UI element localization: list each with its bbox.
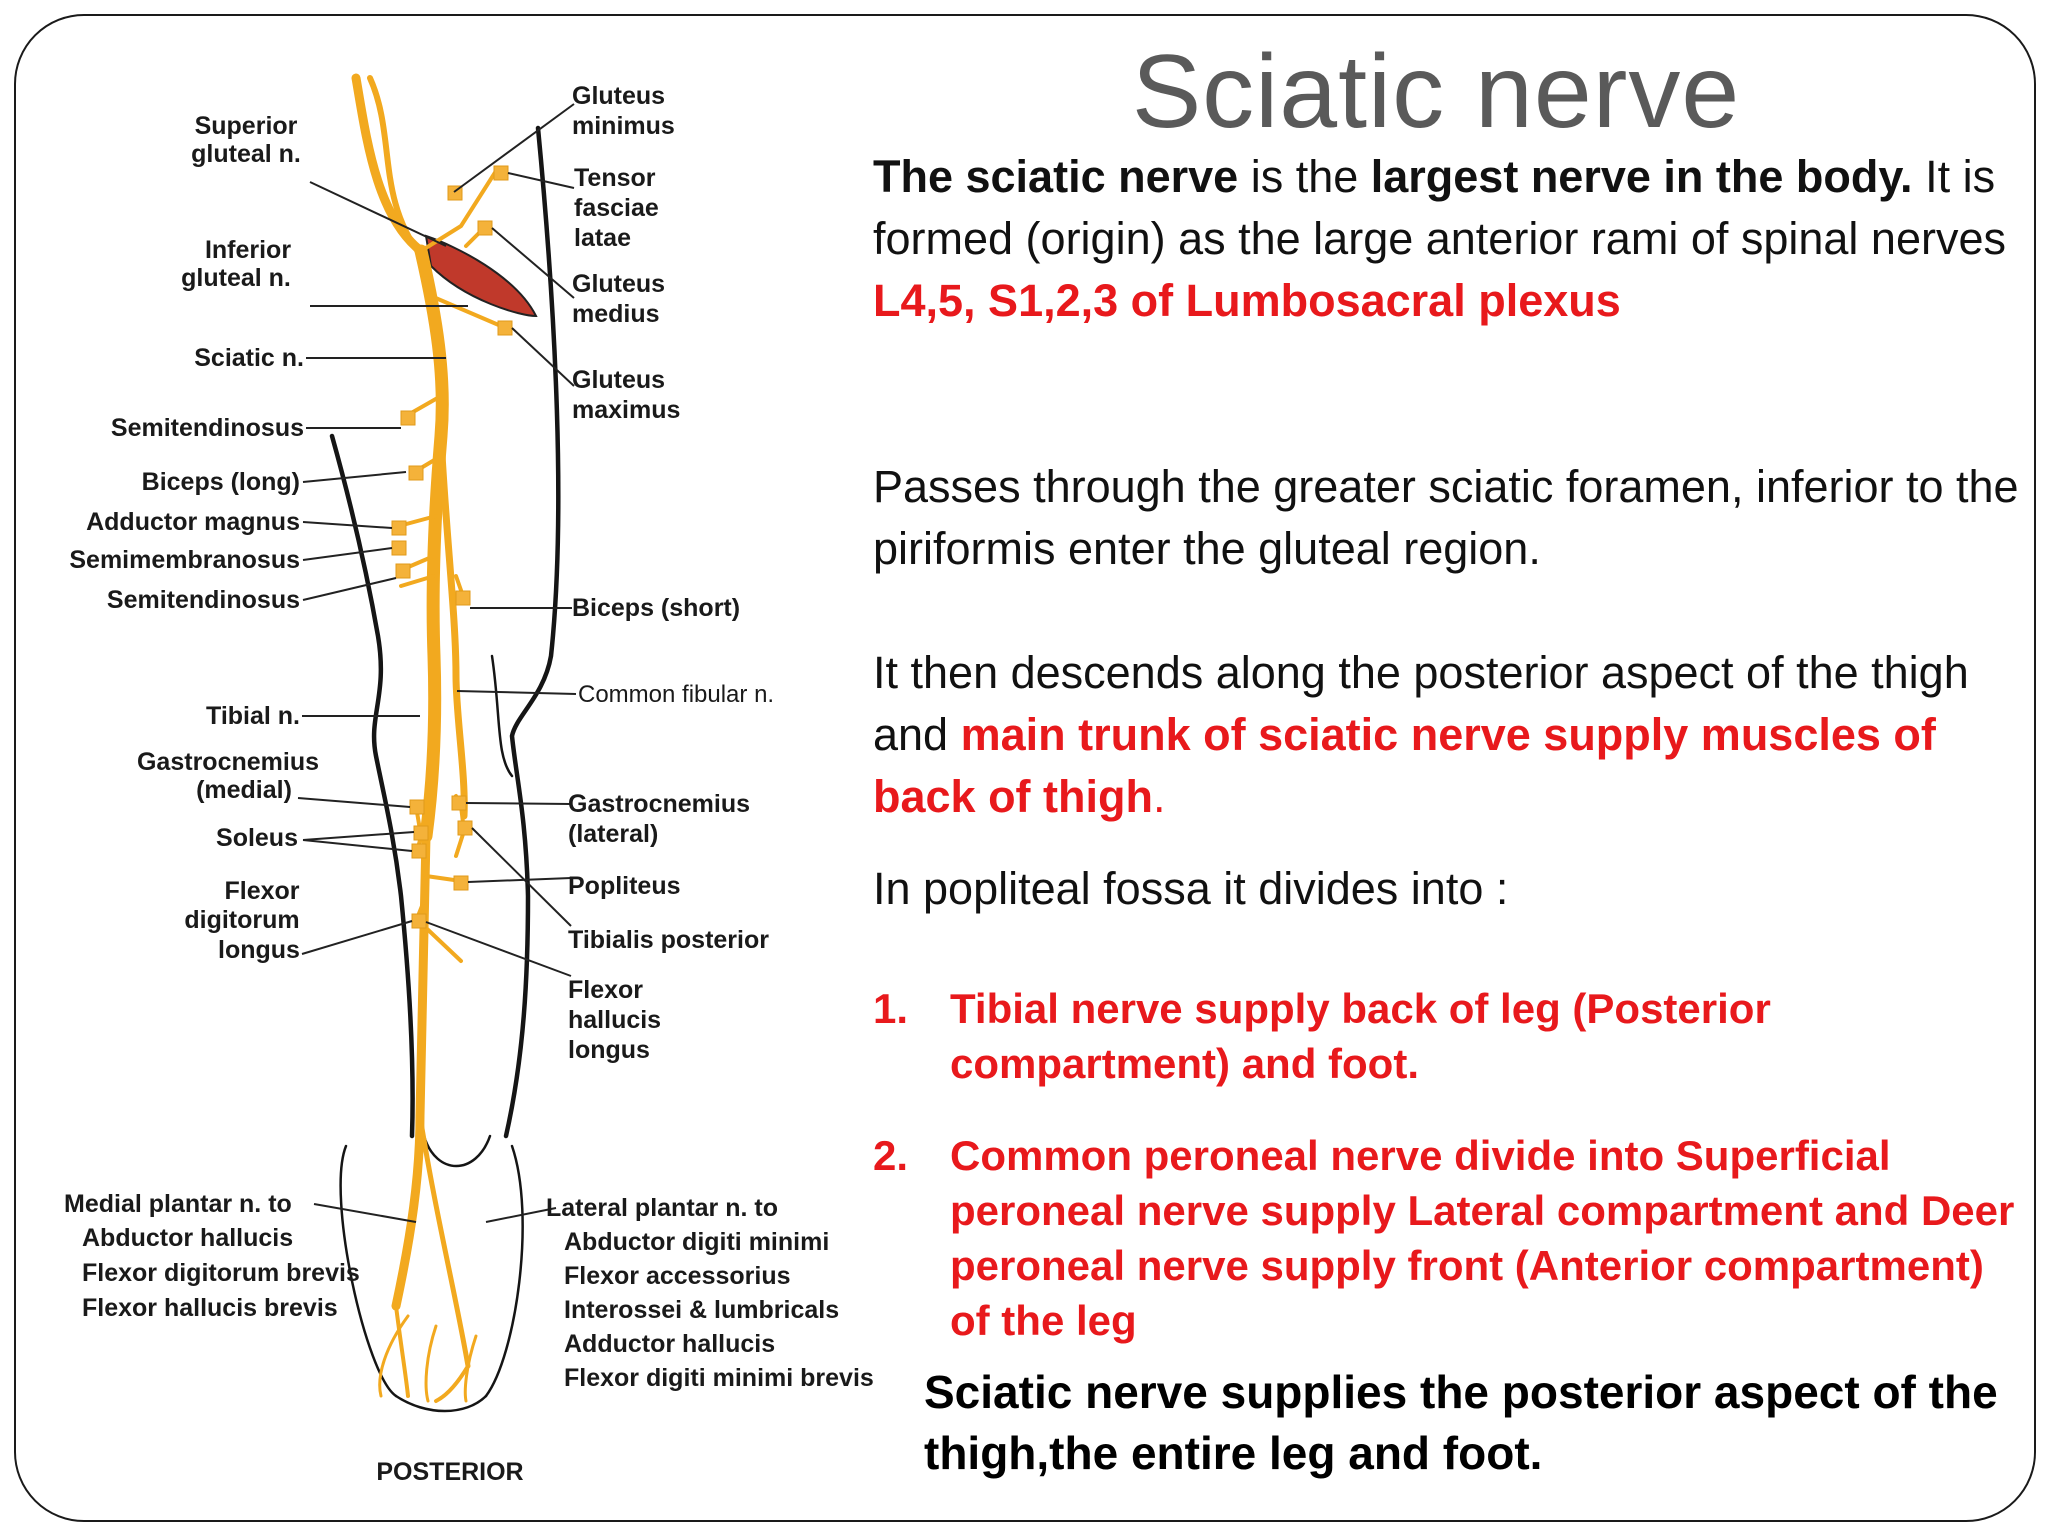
label-flexor-hallucis-longus-1: Flexor: [568, 976, 643, 1004]
label-semitendinosus-1: Semitendinosus: [111, 414, 304, 442]
label-gastrocnemius-lateral-1: Gastrocnemius: [568, 790, 750, 818]
label-tensor-fasciae-latae-3: latae: [574, 224, 631, 252]
label-lateral-plantar-3: Flexor accessorius: [564, 1262, 791, 1290]
label-gastrocnemius-medial-1: Gastrocnemius: [137, 748, 319, 776]
label-flexor-hallucis-longus-3: longus: [568, 1036, 650, 1064]
descends-span-2: main trunk of sciatic nerve supply muscl…: [873, 709, 1936, 822]
figure-caption: POSTERIOR: [376, 1458, 523, 1486]
label-medial-plantar-1: Medial plantar n. to: [64, 1190, 292, 1218]
intro-span-1: The sciatic nerve: [873, 151, 1239, 202]
label-tensor-fasciae-latae-2: fasciae: [574, 194, 659, 222]
list-number: 1.: [873, 985, 909, 1032]
label-gluteus-minimus-1: Gluteus: [572, 82, 665, 110]
label-medial-plantar-4: Flexor hallucis brevis: [82, 1294, 338, 1322]
list-number: 2.: [873, 1132, 909, 1179]
label-tibial-n: Tibial n.: [206, 702, 300, 730]
intro-span-3: largest nerve in the body.: [1370, 151, 1913, 202]
label-lateral-plantar-5: Adductor hallucis: [564, 1330, 775, 1358]
label-soleus: Soleus: [216, 824, 298, 852]
label-popliteus: Popliteus: [568, 872, 681, 900]
label-lateral-plantar-4: Interossei & lumbricals: [564, 1296, 839, 1324]
intro-paragraph: The sciatic nerve is the largest nerve i…: [873, 146, 2033, 332]
label-inferior-gluteal-2: gluteal n.: [181, 264, 291, 292]
label-gastrocnemius-medial-2: (medial): [196, 776, 292, 804]
label-flexor-digitorum-longus-1: Flexor: [224, 877, 299, 905]
label-semimembranosus: Semimembranosus: [69, 546, 300, 574]
list-text: Common peroneal nerve divide into Superf…: [950, 1132, 2015, 1344]
slide-title: Sciatic nerve: [1131, 34, 1741, 150]
label-biceps-short: Biceps (short): [572, 594, 740, 622]
label-gluteus-maximus-2: maximus: [572, 396, 680, 424]
label-flexor-digitorum-longus-2: digitorum: [184, 906, 299, 934]
label-lateral-plantar-1: Lateral plantar n. to: [546, 1194, 778, 1222]
descends-span-3: .: [1153, 771, 1166, 822]
intro-span-4: It is formed (origin) as the large anter…: [873, 151, 2006, 264]
label-gluteus-maximus-1: Gluteus: [572, 366, 665, 394]
list-item: 2. Common peroneal nerve divide into Sup…: [873, 1128, 2033, 1348]
label-semitendinosus-2: Semitendinosus: [107, 586, 300, 614]
nerve-tree: [351, 73, 503, 1403]
descends-paragraph: It then descends along the posterior asp…: [873, 642, 2033, 828]
summary-text: Sciatic nerve supplies the posterior asp…: [924, 1366, 1998, 1479]
label-inferior-gluteal-1: Inferior: [205, 236, 291, 264]
leg-outline: [329, 125, 561, 1413]
intro-span-5: L4,5, S1,2,3 of Lumbosacral plexus: [873, 275, 1621, 326]
leader-lines: [297, 103, 577, 1223]
label-tibialis-posterior: Tibialis posterior: [568, 926, 769, 954]
piriformis-muscle: [424, 234, 538, 318]
label-tensor-fasciae-latae-1: Tensor: [574, 164, 656, 192]
label-biceps-long: Biceps (long): [142, 468, 300, 496]
label-gluteus-medius-1: Gluteus: [572, 270, 665, 298]
label-flexor-hallucis-longus-2: hallucis: [568, 1006, 661, 1034]
label-gluteus-medius-2: medius: [572, 300, 660, 328]
label-sciatic-n: Sciatic n.: [194, 344, 304, 372]
label-medial-plantar-3: Flexor digitorum brevis: [82, 1259, 360, 1287]
sciatic-nerve-diagram: Superior gluteal n. Inferior gluteal n. …: [64, 73, 874, 1486]
label-flexor-digitorum-longus-3: longus: [218, 936, 300, 964]
slide-frame: Superior gluteal n. Inferior gluteal n. …: [14, 14, 2036, 1522]
label-lateral-plantar-2: Abductor digiti minimi: [564, 1228, 829, 1256]
divides-paragraph: In popliteal fossa it divides into :: [873, 863, 1509, 914]
label-lateral-plantar-6: Flexor digiti minimi brevis: [564, 1364, 874, 1392]
label-gastrocnemius-lateral-2: (lateral): [568, 820, 658, 848]
list-item: 1. Tibial nerve supply back of leg (Post…: [873, 981, 2033, 1091]
label-adductor-magnus: Adductor magnus: [86, 508, 300, 536]
label-superior-gluteal-2: gluteal n.: [191, 140, 301, 168]
descends-span-1: It then descends along the posterior asp…: [873, 647, 1969, 760]
passes-paragraph: Passes through the greater sciatic foram…: [873, 461, 2019, 574]
label-superior-gluteal-1: Superior: [195, 112, 298, 140]
intro-span-2: is the: [1238, 151, 1371, 202]
label-common-fibular-n: Common fibular n.: [578, 681, 774, 708]
list-text: Tibial nerve supply back of leg (Posteri…: [950, 985, 1771, 1087]
label-gluteus-minimus-2: minimus: [572, 112, 675, 140]
label-medial-plantar-2: Abductor hallucis: [82, 1224, 293, 1252]
